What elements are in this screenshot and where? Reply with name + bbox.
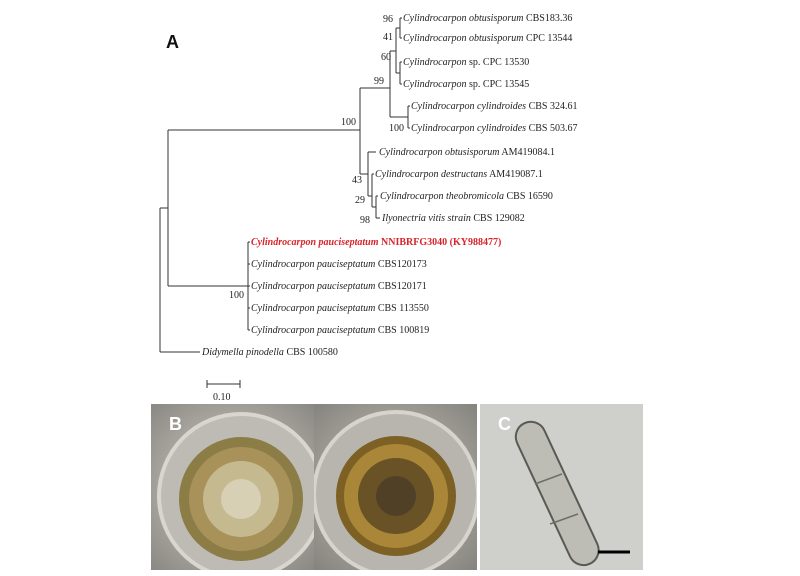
bootstrap-99: 99 — [374, 76, 384, 87]
tree-branches — [159, 17, 410, 353]
taxon-label: Cylindrocarpon pauciseptatum CBS120173 — [251, 259, 427, 270]
taxon-label: Cylindrocarpon obtusisporum CPC 13544 — [403, 33, 572, 44]
culture-plate-reverse-photo — [314, 404, 477, 570]
taxon-label-highlighted: Cylindrocarpon pauciseptatum NNIBRFG3040… — [251, 237, 501, 248]
phylogenetic-tree: A — [159, 13, 577, 400]
taxon-label: Cylindrocarpon destructans AM419087.1 — [375, 169, 543, 180]
bootstrap-100-upper: 100 — [341, 117, 356, 128]
bootstrap-98: 98 — [360, 215, 370, 226]
culture-plate-front-photo: B — [151, 404, 314, 570]
petri-dish-image — [314, 410, 477, 570]
bootstrap-29: 29 — [355, 195, 365, 206]
conidium-image — [514, 420, 630, 567]
panel-label-b: B — [169, 414, 182, 434]
taxon-label: Cylindrocarpon pauciseptatum CBS 100819 — [251, 325, 429, 336]
panel-label-a: A — [166, 32, 179, 52]
taxon-label: Cylindrocarpon obtusisporum CBS183.36 — [403, 13, 572, 24]
taxon-label: Ilyonectria vitis strain CBS 129082 — [381, 213, 525, 224]
taxon-label: Cylindrocarpon cylindroides CBS 324.61 — [411, 101, 577, 112]
scale-bar — [206, 380, 241, 388]
taxon-label: Cylindrocarpon obtusisporum AM419084.1 — [379, 147, 555, 158]
conidium-micrograph: C — [480, 404, 643, 570]
bootstrap-100-cylindroides: 100 — [389, 123, 404, 134]
taxon-label: Cylindrocarpon sp. CPC 13530 — [403, 57, 529, 68]
taxon-label: Didymella pinodella CBS 100580 — [201, 347, 338, 358]
scale-bar-label: 0.10 — [213, 392, 231, 400]
taxon-label: Cylindrocarpon sp. CPC 13545 — [403, 79, 529, 90]
taxon-label: Cylindrocarpon pauciseptatum CBS120171 — [251, 281, 427, 292]
panel-label-c: C — [498, 414, 511, 434]
taxon-label: Cylindrocarpon theobromicola CBS 16590 — [380, 191, 553, 202]
bootstrap-100-pauciseptatum: 100 — [229, 290, 244, 301]
bootstrap-96: 96 — [383, 14, 393, 25]
bootstrap-43: 43 — [352, 175, 362, 186]
bootstrap-41: 41 — [383, 32, 393, 43]
taxon-label: Cylindrocarpon cylindroides CBS 503.67 — [411, 123, 577, 134]
bootstrap-60: 60 — [381, 52, 391, 63]
petri-dish-image — [157, 412, 314, 570]
taxon-label: Cylindrocarpon pauciseptatum CBS 113550 — [251, 303, 429, 314]
